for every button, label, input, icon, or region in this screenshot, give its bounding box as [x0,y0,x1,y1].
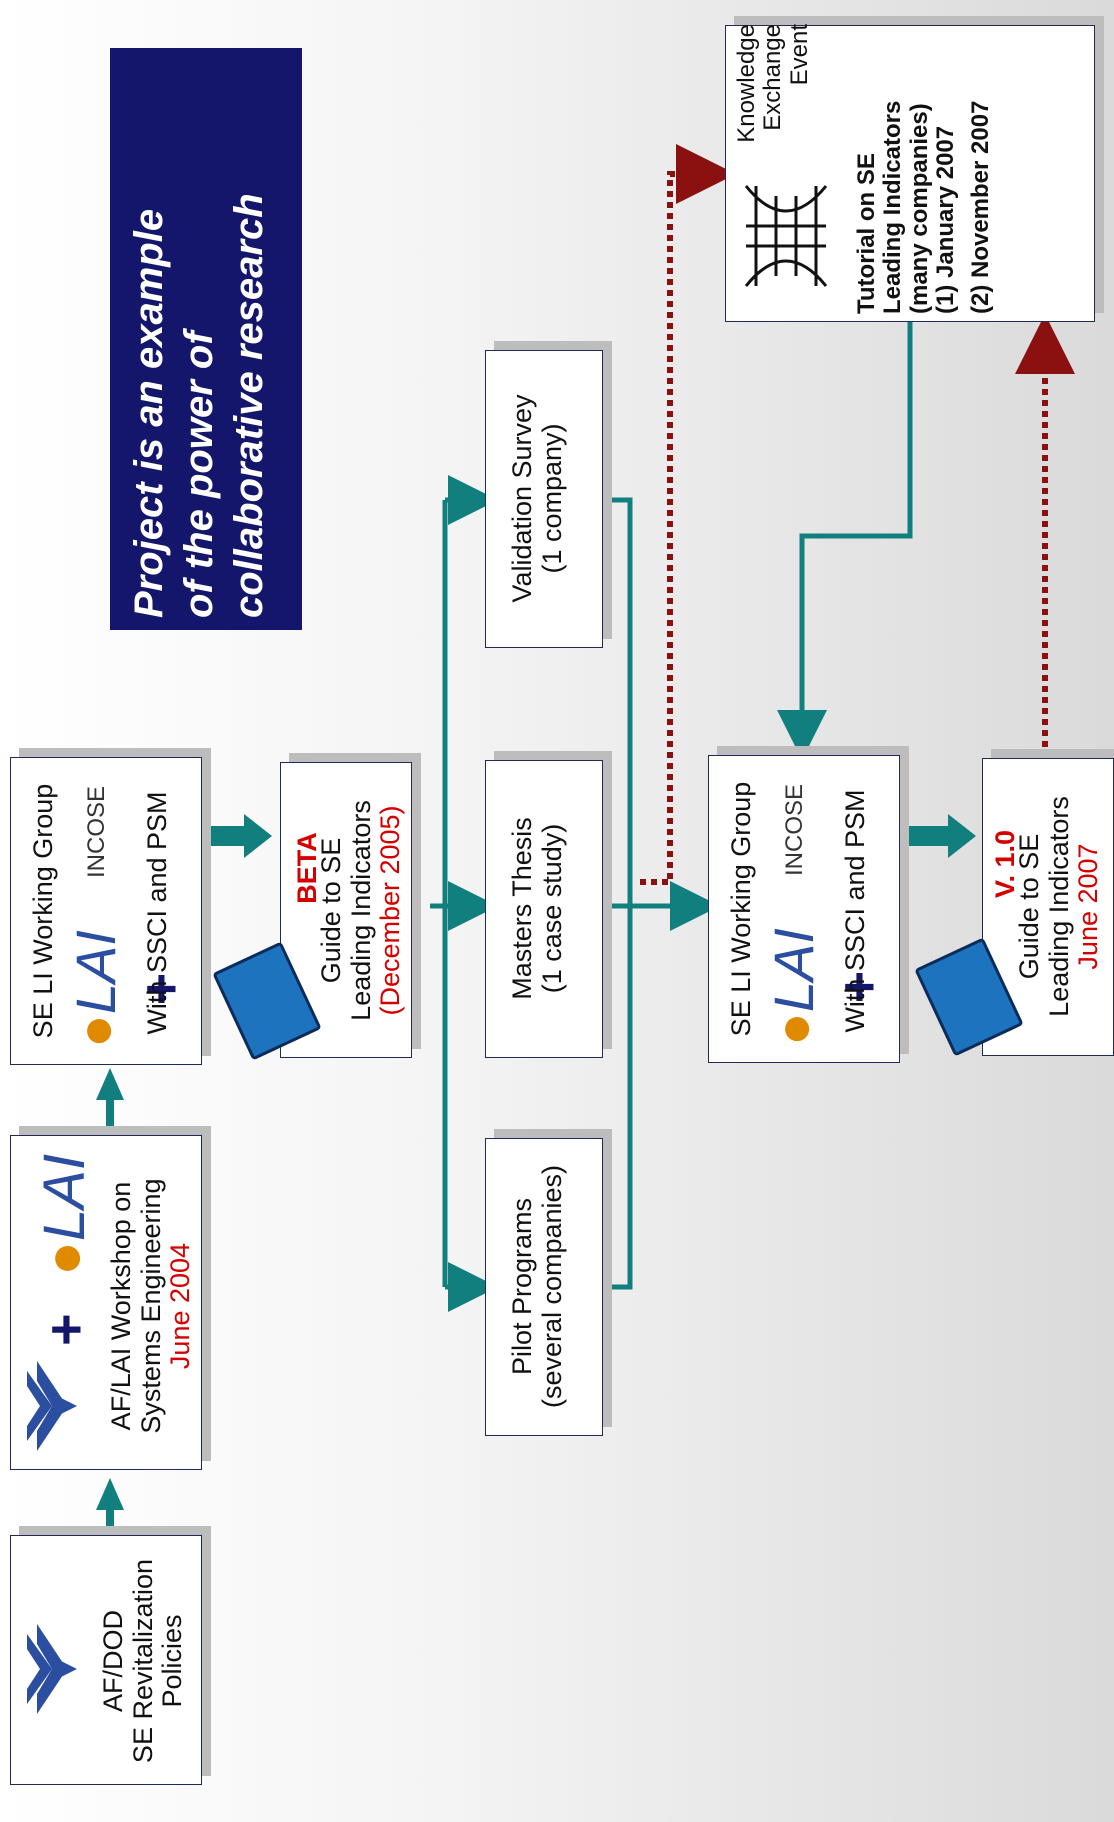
air-force-wings-logo [27,1624,77,1714]
dotted-thesis-to-tutorial [640,144,736,885]
air-force-wings-logo [27,1361,77,1451]
arrow-wg1-to-beta [204,826,244,846]
lai-logo-text: LAI [32,1153,97,1241]
thesis-line1: Masters Thesis [507,817,537,1000]
wg1-lai-logo: ●LAI + [64,930,192,1048]
pilot-line1: Pilot Programs [507,1197,537,1376]
survey-line2: (1 company) [536,423,567,574]
policies-line3: Policies [157,1614,188,1708]
validation-survey-box: Validation Survey (1 company) [485,350,603,648]
wg2-lai-logo: ●LAI + [762,928,890,1046]
plus-sign: + [34,1313,97,1346]
v1-guide-box: V. 1.0 Guide to SE Leading Indicators Ju… [914,758,1114,1057]
wg2-incose-logo: INCOSE [781,783,808,876]
workshop-line2: Systems Engineering [135,1178,166,1434]
tutorial-line3: (many companies) [905,103,933,314]
policies-line1: AF/DOD [98,1610,128,1713]
wg2-title: SE LI Working Group [726,781,756,1037]
wg1-subtitle: With SSCI and PSM [142,791,172,1035]
line-tutorial-to-wg2 [777,322,913,760]
wg2-subtitle: With SSCI and PSM [840,789,870,1033]
arrow-wg2-to-v1 [908,826,948,846]
v1-date: June 2007 [1073,843,1104,970]
wg1-incose-logo: INCOSE [83,785,110,878]
v1-line1: Guide to SE [1014,833,1044,980]
survey-line1: Validation Survey [507,394,537,603]
banner: Project is an example of the power of co… [110,48,302,630]
wg1-title: SE LI Working Group [28,783,58,1039]
block-arrows [96,814,976,1545]
workshop-box: + ●LAI AF/LAI Workshop on Systems Engine… [10,1135,202,1470]
tutorial-line2: Leading Indicators [879,100,907,314]
pilot-programs-box: Pilot Programs (several companies) [485,1138,603,1436]
v1-line2: Leading Indicators [1043,796,1074,1017]
tutorial-box: Knowledge Exchange Event Tutorial on SE … [725,24,1095,322]
beta-line2: Leading Indicators [345,800,376,1021]
knowledge-exchange-logo [744,185,828,287]
banner-line1: Project is an example [127,208,171,618]
masters-thesis-box: Masters Thesis (1 case study) [485,760,603,1058]
policies-box: AF/DOD SE Revitalization Policies [10,1535,202,1785]
pilot-line2: (several companies) [536,1164,567,1409]
working-group-2-box: SE LI Working Group ●LAI + INCOSE With S… [708,755,900,1063]
line-survey-out [600,497,633,1290]
working-group-1-box: SE LI Working Group ●LAI + INCOSE With S… [10,757,202,1065]
tutorial-line1: Tutorial on SE [853,153,880,314]
beta-guide-box: BETA Guide to SE Leading Indicators (Dec… [212,762,412,1061]
workshop-date: June 2004 [165,1242,196,1370]
tutorial-line4: (1) January 2007 [932,125,960,314]
policies-line2: SE Revitalization [127,1558,158,1764]
arrow-workshop-to-wg1 [96,1068,124,1135]
tutorial-line5: (2) November 2007 [966,100,994,314]
thesis-line2: (1 case study) [536,823,567,994]
beta-date: (December 2005) [375,805,406,1016]
workshop-line1: AF/LAI Workshop on [106,1181,136,1431]
lai-logo: ●LAI [32,1153,97,1276]
arrow-policies-to-workshop [96,1478,124,1545]
banner-line3: collaborative research [227,193,271,618]
banner-line2: of the power of [177,331,221,618]
beta-line1: Guide to SE [316,837,346,984]
